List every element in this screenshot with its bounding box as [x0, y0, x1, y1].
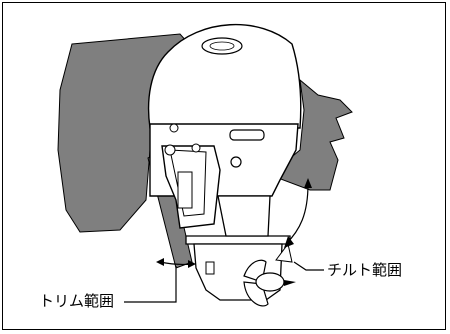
tilted-engine-shade-right	[269, 78, 353, 191]
tilt-range-arc	[285, 183, 309, 245]
mid-section	[217, 195, 271, 237]
anti-ventilation-plate	[185, 235, 291, 245]
engine-cowling	[147, 23, 302, 129]
trim-range-label: トリム範囲	[39, 292, 115, 310]
tilt-leader-line	[293, 261, 324, 271]
trim-leader-line	[124, 266, 177, 303]
propeller-icon	[243, 242, 296, 307]
fastener-icon	[230, 156, 242, 168]
fastener-icon	[169, 123, 179, 133]
tilt-range-label: チルト範囲	[327, 261, 403, 279]
